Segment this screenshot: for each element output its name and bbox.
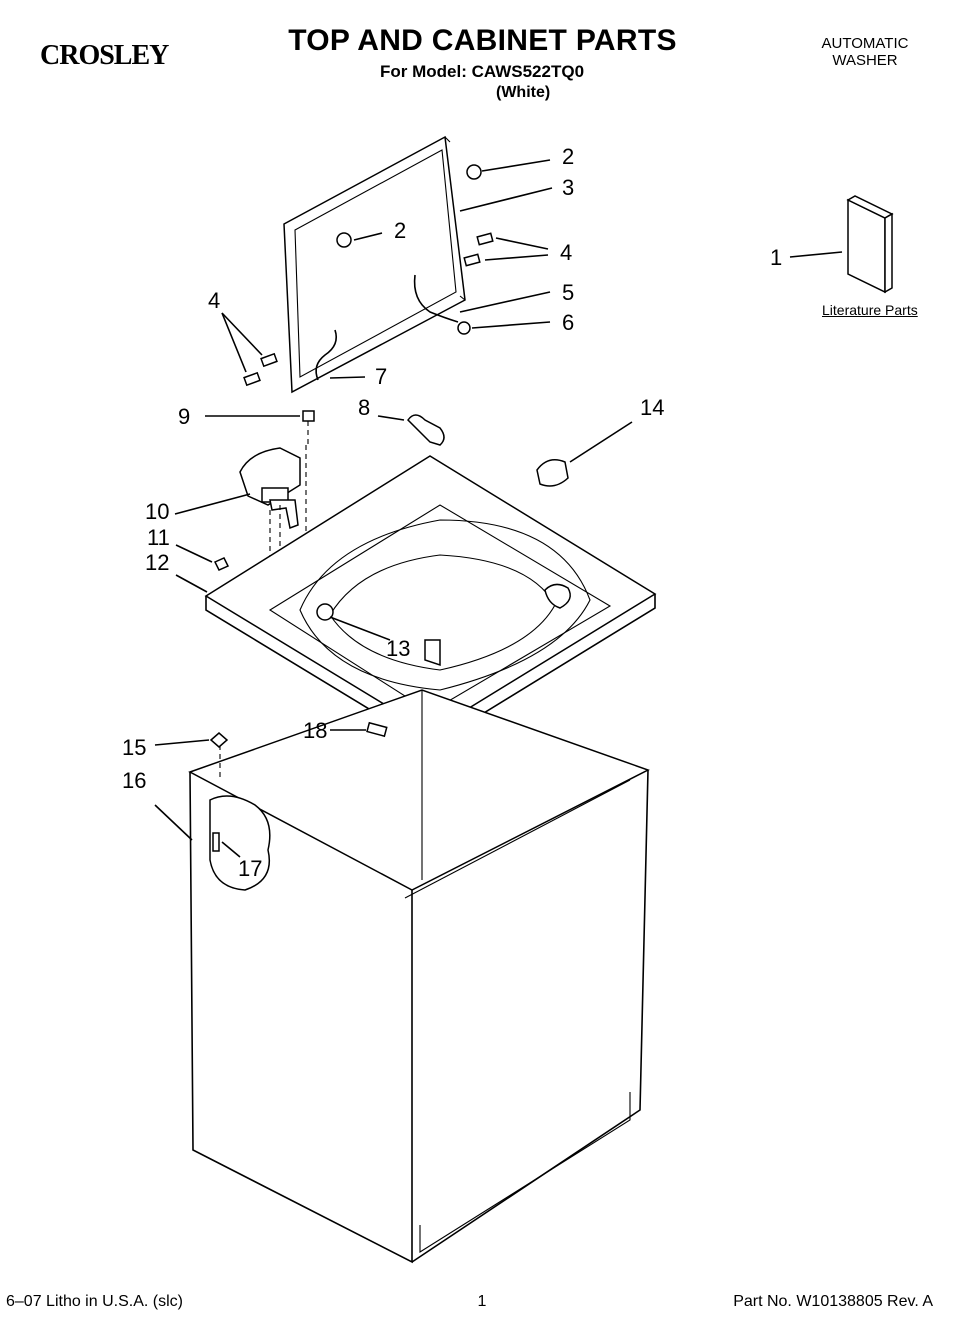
callout-7: 7 <box>375 364 387 389</box>
callout-6: 6 <box>562 310 574 335</box>
page-title: TOP AND CABINET PARTS <box>288 24 677 57</box>
product-line-1: AUTOMATIC <box>821 35 909 52</box>
callout-1: 1 <box>770 245 782 270</box>
cabinet <box>188 689 650 1264</box>
callout-16: 16 <box>122 768 146 793</box>
footer-litho: 6–07 Litho in U.S.A. (slc) <box>6 1293 183 1310</box>
lid <box>283 135 466 394</box>
callout-9: 9 <box>178 404 190 429</box>
callout-17: 17 <box>238 856 262 881</box>
literature-booklet <box>846 195 894 294</box>
callout-2a: 2 <box>562 144 574 169</box>
callout-5: 5 <box>562 280 574 305</box>
callout-15: 15 <box>122 735 146 760</box>
callout-4a: 4 <box>560 240 572 265</box>
cabinet-hardware <box>209 721 388 748</box>
literature-parts-label: Literature Parts <box>822 302 918 318</box>
callout-2b: 2 <box>394 218 406 243</box>
callout-3: 3 <box>562 175 574 200</box>
callout-8: 8 <box>358 395 370 420</box>
callout-11: 11 <box>147 525 170 550</box>
color-line: (White) <box>496 84 551 101</box>
leader-lines <box>154 159 843 858</box>
footer-part-number: Part No. W10138805 Rev. A <box>733 1293 933 1310</box>
product-line-2: WASHER <box>832 52 898 69</box>
footer-page-number: 1 <box>477 1293 487 1310</box>
model-line: For Model: CAWS522TQ0 <box>380 62 585 81</box>
product-type: AUTOMATIC WASHER <box>800 35 930 69</box>
callout-10: 10 <box>145 499 169 524</box>
callouts: 1 2 2 3 4 4 5 6 7 8 9 10 11 12 13 14 15 … <box>122 144 782 881</box>
lid-hardware <box>243 164 494 446</box>
brand-logo: CROSLEY <box>40 40 169 71</box>
callout-18: 18 <box>303 718 327 743</box>
lid-switch <box>213 445 307 590</box>
callout-4b: 4 <box>208 288 220 313</box>
callout-13: 13 <box>386 636 410 661</box>
callout-14: 14 <box>640 395 664 420</box>
dispenser-cap <box>536 459 569 487</box>
callout-12: 12 <box>145 550 169 575</box>
